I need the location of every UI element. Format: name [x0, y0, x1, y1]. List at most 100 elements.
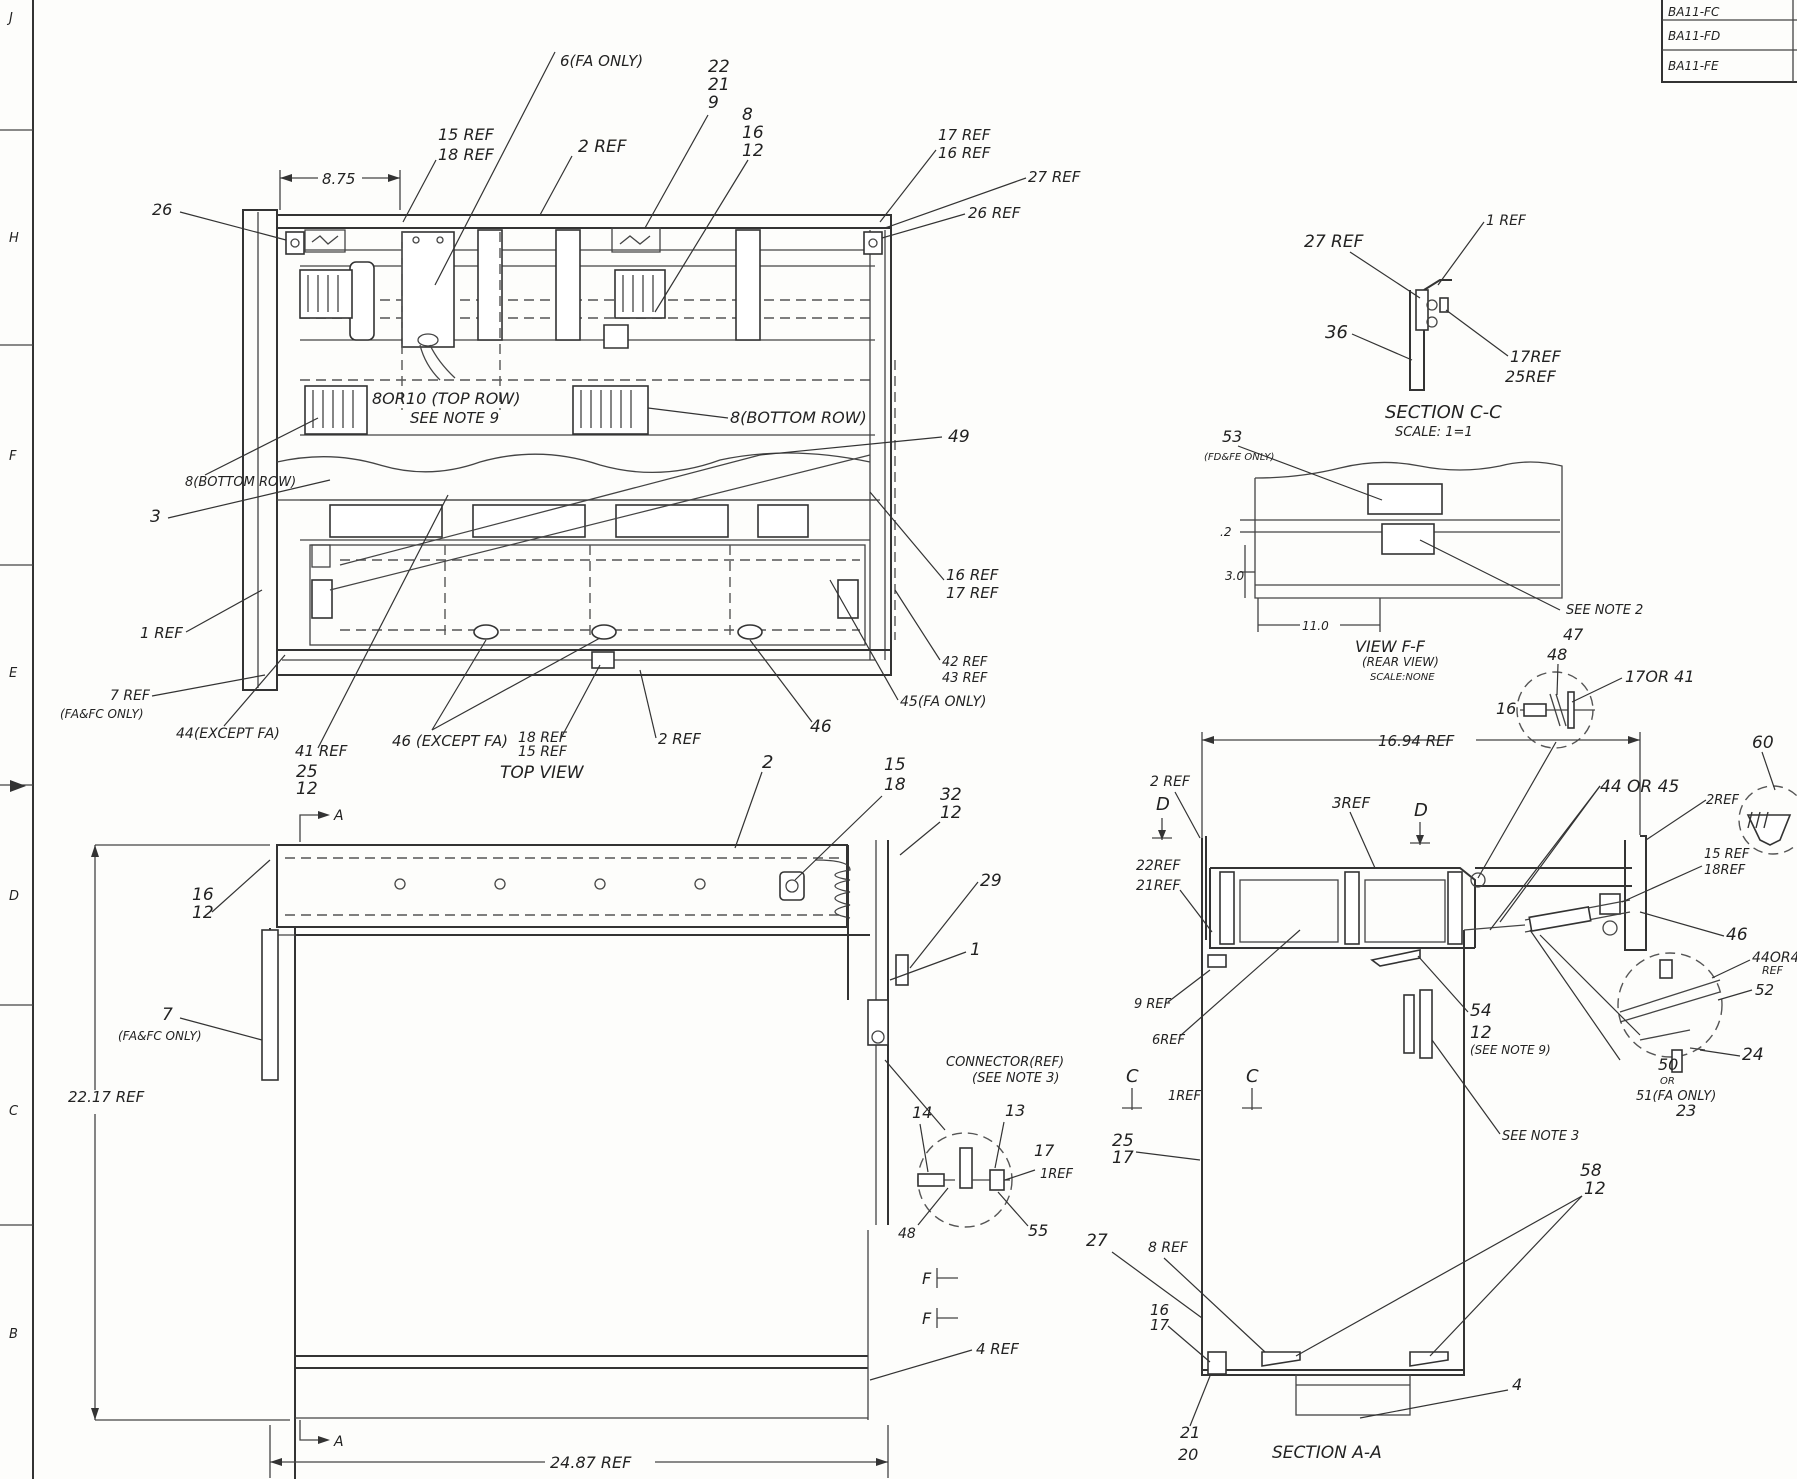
callout-26-ref: 26 REF: [968, 204, 1021, 222]
callout-21-ref: 21REF: [1136, 878, 1181, 894]
callout-17-ref: 17REF: [1510, 347, 1562, 366]
callout-15-ref: 15 REF: [1704, 847, 1750, 862]
callout-12: 12: [742, 141, 764, 161]
callout-1-ref: 1REF: [1040, 1167, 1074, 1182]
see-note-9: (SEE NOTE 9): [1470, 1043, 1551, 1057]
zone-letter: J: [6, 11, 13, 26]
dimension-110: 11.0: [1302, 619, 1329, 633]
part-23: [1671, 1049, 1683, 1073]
callout-17: 17: [1150, 1316, 1170, 1334]
callout-2-ref-2: 2REF: [1706, 793, 1740, 808]
callout-12: 12: [940, 803, 962, 823]
callout-6: 6(FA ONLY): [560, 52, 643, 70]
callout-27: 27: [1086, 1231, 1108, 1251]
callout-50-or: OR: [1660, 1076, 1675, 1087]
callout-1-ref: 1 REF: [1486, 213, 1527, 229]
callout-16: 16: [742, 123, 764, 143]
callout-36: 36: [1325, 322, 1348, 343]
callout-18-ref: 18 REF: [438, 145, 495, 164]
section-marker-c: C: [1126, 1066, 1139, 1087]
callout-connector: CONNECTOR(REF): [946, 1055, 1064, 1070]
callout-21: 21: [1180, 1423, 1200, 1442]
bracket-6: [401, 231, 455, 348]
callout-9: 9: [708, 93, 719, 113]
section-marker-c: C: [1246, 1066, 1259, 1087]
connector-block: [299, 269, 353, 319]
callout-6-ref: 6REF: [1152, 1033, 1186, 1048]
center-mark-icon: [10, 780, 26, 792]
section-c-c: 27 REF 1 REF 36 17REF 25REF SECTION C-C …: [1304, 213, 1562, 440]
corner-bracket: [285, 231, 305, 255]
callout-44: 44(EXCEPT FA): [176, 726, 280, 742]
callout-17-or-41: 17OR 41: [1625, 667, 1695, 686]
callout-23: 23: [1676, 1101, 1696, 1120]
callout-16-ref: 16 REF: [938, 144, 991, 162]
callout-16: 16: [192, 885, 214, 905]
side-view-callouts: 2 15 18 32 12 29 1 16 12 7 (FA&FC ONLY) …: [118, 752, 1074, 1381]
callout-18: 18: [884, 775, 906, 795]
part-47: [1381, 523, 1435, 555]
callout-4: 4: [1512, 1375, 1522, 1394]
connector-block: [572, 385, 649, 435]
title-block-row: BA11-FE: [1668, 59, 1719, 73]
view-f-f: .2 3.0 11.0 53 (FD&FE ONLY) SEE NOTE 2 4…: [1204, 427, 1643, 683]
callout-9-ref: 9 REF: [1134, 997, 1172, 1012]
callout-2-ref: 2 REF: [1150, 774, 1191, 790]
view-f-f-scale: SCALE:NONE: [1370, 672, 1435, 683]
callout-16: 16: [1496, 699, 1516, 718]
callout-49: 49: [948, 427, 970, 447]
callout-7-sub: (FA&FC ONLY): [118, 1029, 202, 1043]
view-marker-f: F: [922, 1309, 932, 1328]
callout-1-ref: 1REF: [1168, 1089, 1202, 1104]
callout-45-fa: 45(FA ONLY): [900, 694, 987, 710]
callout-26: 26: [152, 200, 172, 219]
see-note-9: SEE NOTE 9: [410, 409, 499, 427]
callout-3-ref: 3REF: [1332, 794, 1370, 812]
dimension-2217: 22.17 REF: [68, 1088, 145, 1106]
callout-50: 50: [1658, 1055, 1678, 1074]
title-block-row: BA11-FD: [1668, 29, 1720, 43]
title-block-row: BA11-FC: [1668, 5, 1720, 19]
callout-15-ref-2: 15 REF: [518, 744, 568, 760]
guide-post: [555, 229, 581, 341]
callout-12: 12: [192, 903, 214, 923]
guide-post: [735, 229, 761, 341]
callout-1-ref: 1 REF: [140, 624, 183, 642]
callout-60: 60: [1752, 733, 1774, 753]
callout-7: 7: [162, 1005, 173, 1025]
callout-8or10: 8OR10 (TOP ROW): [372, 389, 520, 408]
callout-43-ref: 43 REF: [942, 671, 988, 686]
callout-44-or-45: 44 OR 45: [1600, 777, 1679, 797]
callout-21: 21: [708, 75, 730, 95]
top-view-callouts: 6(FA ONLY) 22 21 9 8 16 12 15 REF 18 REF…: [60, 51, 1081, 799]
callout-4-ref: 4 REF: [976, 1340, 1019, 1358]
callout-8-bottom-left: 8(BOTTOM ROW): [185, 475, 296, 490]
callout-25: 25: [296, 762, 318, 782]
connector-block: [304, 385, 368, 435]
title-block: BA11-FC BA11-FD BA11-FE: [1661, 0, 1797, 83]
callout-12: 12: [1584, 1179, 1606, 1199]
callout-25: 25: [1112, 1131, 1134, 1151]
side-view: 22.17 REF 24.87 REF A A F F: [66, 808, 1013, 1480]
break-line: [276, 452, 871, 474]
front-panel: [242, 209, 278, 691]
callout-48: 48: [898, 1226, 916, 1242]
callout-42-ref: 42 REF: [942, 655, 988, 670]
callout-54: 54: [1470, 1001, 1492, 1021]
callout-32: 32: [940, 785, 962, 805]
callout-27-ref: 27 REF: [1304, 232, 1364, 252]
callout-24: 24: [1742, 1045, 1764, 1065]
callout-8: 8: [742, 105, 753, 125]
zone-letter: C: [9, 1104, 19, 1119]
callout-16-ref-2: 16 REF: [946, 566, 999, 584]
view-f-f-subtitle: (REAR VIEW): [1362, 655, 1439, 669]
section-c-c-scale: SCALE: 1=1: [1395, 425, 1473, 440]
view-f-f-title: VIEW F-F: [1355, 637, 1426, 656]
section-a-a-callouts: 2 REF 3REF 44 OR 45 60 2REF 15 REF 18REF…: [1086, 733, 1797, 1464]
top-view: 8.75: [242, 168, 896, 691]
callout-7-ref-sub: (FA&FC ONLY): [60, 707, 144, 721]
guide-post: [349, 261, 375, 341]
